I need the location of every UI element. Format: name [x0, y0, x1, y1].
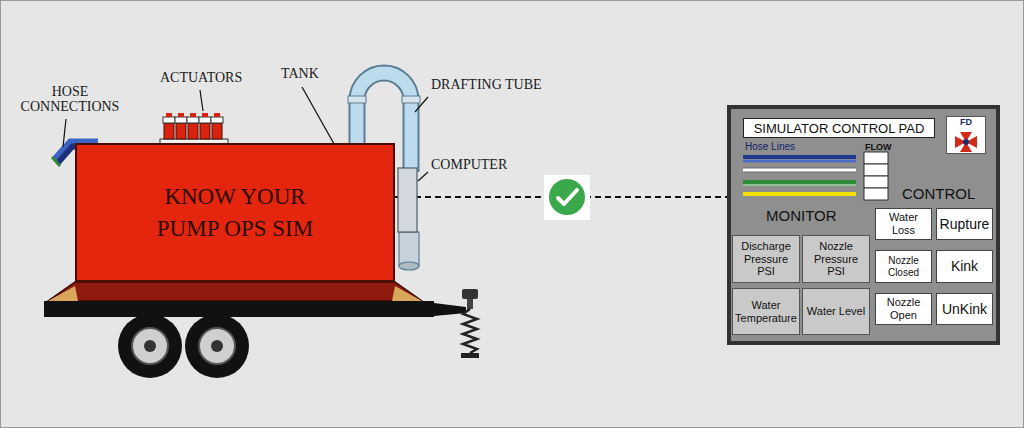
control-button: Nozzle Closed	[875, 250, 932, 283]
control-heading: CONTROL	[902, 185, 975, 202]
monitor-button: Water Temperature	[732, 288, 800, 335]
jack-handle	[462, 289, 478, 299]
actuator-bank	[160, 113, 228, 144]
node-text: SIMULATOR CONTROL PAD	[754, 121, 925, 136]
monitor-heading: MONITOR	[766, 207, 837, 224]
jack-spring	[463, 309, 477, 353]
trailer-wheel	[185, 314, 249, 378]
monitor-button: Discharge Pressure PSI	[732, 235, 800, 283]
pad-ground	[727, 105, 1000, 345]
trailer-frame	[44, 301, 434, 317]
control-button: Nozzle Open	[875, 293, 932, 325]
trailer-wheel	[118, 314, 182, 378]
jack-foot	[461, 353, 479, 358]
node-text: Discharge Pressure PSI	[734, 240, 798, 278]
node-text: Water Temperature	[734, 299, 798, 324]
monitor-button: Nozzle Pressure PSI	[802, 235, 870, 283]
part-label: ACTUATORS	[160, 71, 242, 86]
node-text: Water Loss	[877, 211, 930, 236]
node-text: Kink	[951, 258, 978, 274]
node-text: KNOW YOUR PUMP OPS SIM	[133, 181, 337, 243]
node-text: Nozzle Pressure PSI	[804, 240, 868, 278]
control-button: UnKink	[936, 293, 993, 325]
flow-heading: FLOW	[865, 142, 892, 152]
part-label: DRAFTING TUBE	[431, 78, 542, 93]
control-button: Water Loss	[875, 208, 932, 240]
node-text: UnKink	[942, 301, 987, 317]
hose-lines-heading: Hose Lines	[745, 141, 795, 152]
part-label: TANK	[281, 67, 319, 82]
node-text: FD	[960, 117, 972, 127]
computer-box	[398, 168, 417, 232]
fd-logo-badge: FD	[946, 116, 986, 154]
control-button: Kink	[936, 250, 993, 283]
flow-indicator-boxes	[864, 152, 888, 200]
node-text: Rupture	[940, 216, 990, 232]
control-button: Rupture	[936, 208, 993, 240]
node-text: Nozzle Closed	[877, 255, 930, 278]
skirt-corner	[392, 286, 422, 301]
jack-post	[467, 299, 473, 309]
check-mark-icon	[544, 175, 590, 220]
part-label: HOSE CONNECTIONS	[16, 85, 124, 114]
skirt-corner	[48, 286, 78, 301]
control-pad-panel: Hose Lines FLOW CONTROL MONITOR SIMULATOR CO…	[727, 105, 1000, 345]
monitor-button: Water Level	[802, 288, 870, 335]
part-label: COMPUTER	[431, 158, 507, 173]
tank-skirt	[48, 282, 422, 301]
pad-title-box: SIMULATOR CONTROL PAD	[743, 118, 935, 138]
fd-logo-emblem	[946, 116, 986, 154]
hose-line-samples	[743, 157, 856, 194]
node-text: Nozzle Open	[877, 296, 930, 321]
tank-body: KNOW YOUR PUMP OPS SIM	[75, 143, 395, 282]
node-text: Water Level	[807, 305, 865, 318]
